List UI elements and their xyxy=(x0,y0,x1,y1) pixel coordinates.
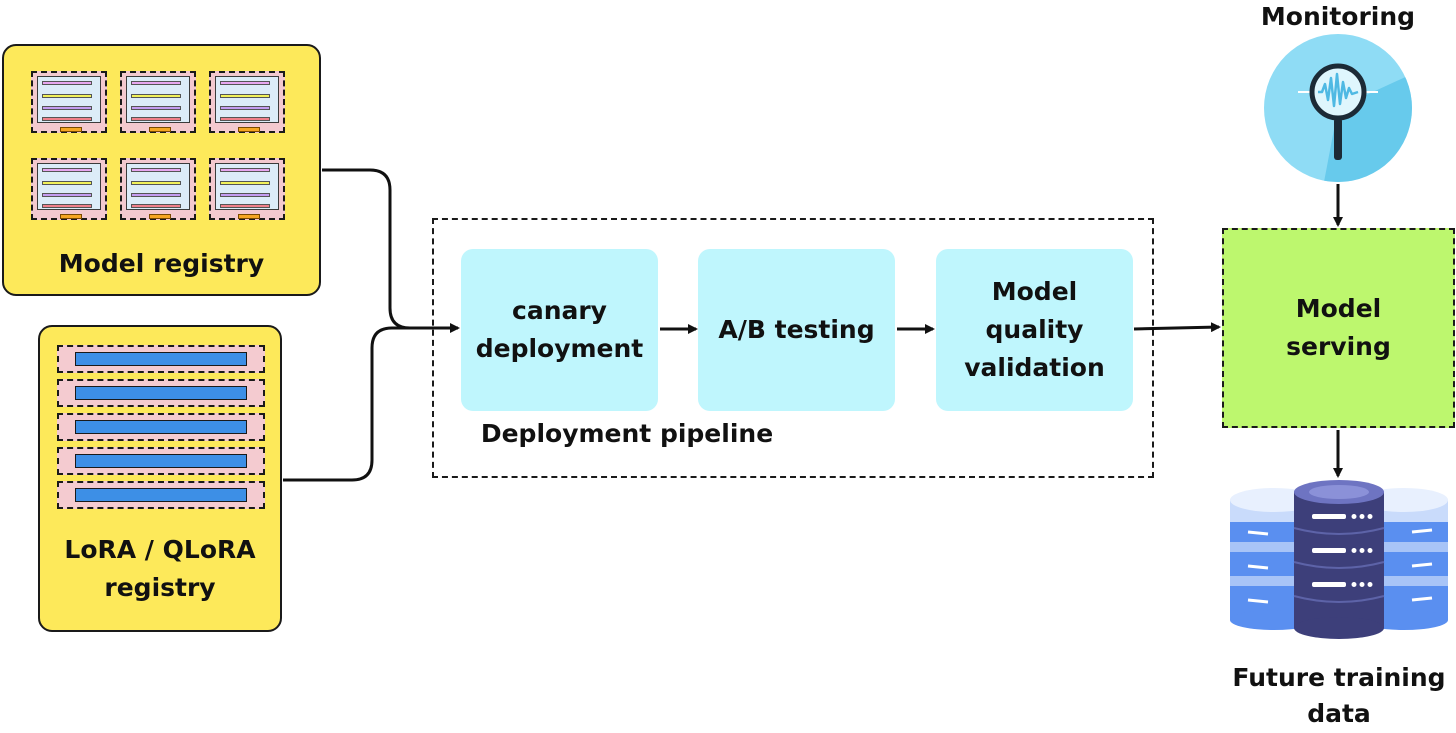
model-registry-to-pipeline-arrow xyxy=(322,168,460,333)
lora-adapter-row xyxy=(57,481,265,509)
lora-registry-to-pipeline-arrow xyxy=(283,326,420,482)
training-data-line1: Future training xyxy=(1232,663,1446,692)
lora-registry-label-line2: registry xyxy=(104,573,216,602)
lora-registry-label: LoRA / QLoRA registry xyxy=(40,531,280,607)
model-thumbnail xyxy=(120,71,196,133)
canary-stage-line1: canary xyxy=(512,296,607,325)
model-registry-label: Model registry xyxy=(58,249,265,278)
training-data-line2: data xyxy=(1307,699,1371,728)
model-thumbnail xyxy=(31,71,107,133)
model-registry-card: Model registry xyxy=(2,44,321,296)
validation-stage-line2: quality xyxy=(985,315,1084,344)
deployment-pipeline-label: Deployment pipeline xyxy=(480,419,774,448)
lora-adapter-row xyxy=(57,413,265,441)
lora-adapter-row xyxy=(57,379,265,407)
validation-stage-line3: validation xyxy=(964,353,1105,382)
lora-registry-card: LoRA / QLoRA registry xyxy=(38,325,282,632)
lora-registry-label-line1: LoRA / QLoRA xyxy=(64,535,256,564)
model-thumbnail xyxy=(209,71,285,133)
model-thumbnail xyxy=(31,158,107,220)
magnifier-waveform-icon xyxy=(1264,34,1412,182)
ab-testing-stage: A/B testing xyxy=(698,249,895,411)
deployment-pipeline-box xyxy=(432,218,1154,478)
model-thumbnail xyxy=(120,158,196,220)
validation-stage-line1: Model xyxy=(991,277,1078,306)
future-training-data-label: Future training data xyxy=(1226,660,1452,732)
lora-adapter-row xyxy=(57,345,265,373)
canary-stage-line2: deployment xyxy=(475,334,644,363)
canary-deployment-stage: canary deployment xyxy=(461,249,658,411)
monitoring-label: Monitoring xyxy=(1260,2,1416,31)
model-thumbnail xyxy=(209,158,285,220)
lora-adapter-row xyxy=(57,447,265,475)
model-serving-line2: serving xyxy=(1286,332,1391,361)
model-serving-line1: Model xyxy=(1295,294,1382,323)
database-servers-icon xyxy=(1230,480,1448,639)
ab-testing-stage-label: A/B testing xyxy=(718,315,875,344)
quality-validation-stage: Model quality validation xyxy=(936,249,1133,411)
model-serving-box: Model serving xyxy=(1222,228,1455,428)
validation-to-serving-arrow xyxy=(1133,322,1221,333)
